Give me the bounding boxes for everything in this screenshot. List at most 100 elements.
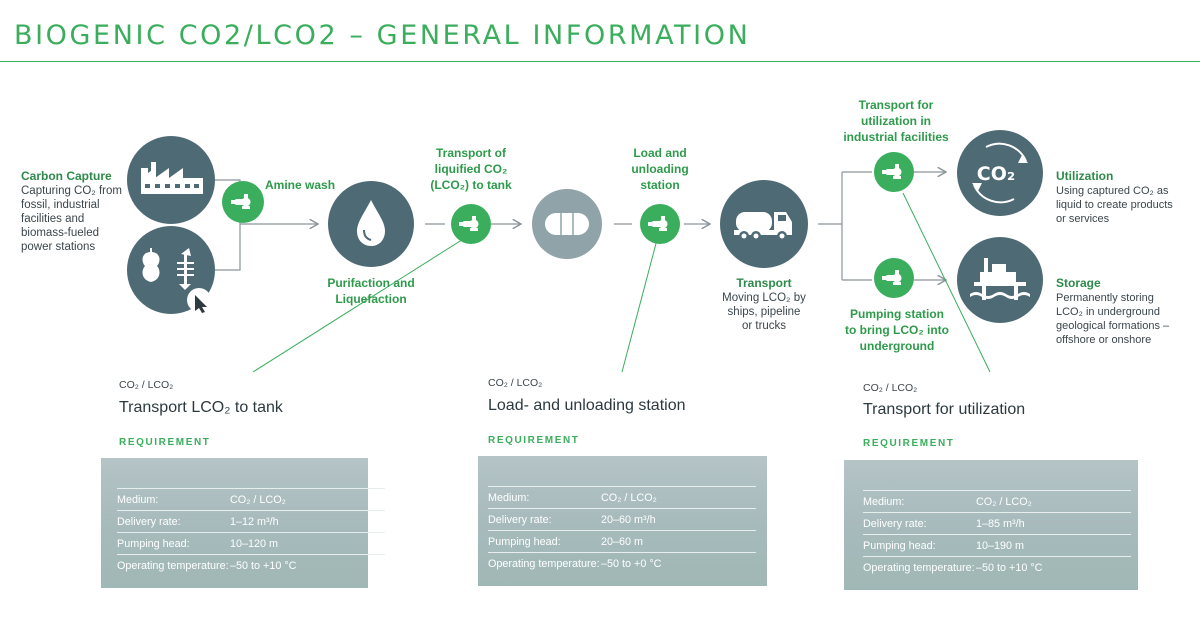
carbon-capture-desc-1: Capturing CO₂ from [21,185,122,197]
load-unload-pump [640,204,680,244]
load-unload-line-1: Load and [633,146,687,160]
utilization-title: Utilization [1056,169,1114,183]
transport-title: Transport [736,276,792,290]
co2-icon-text: CO₂ [977,163,1015,185]
storage-title: Storage [1056,276,1101,290]
load-unload-label: Load and unloading station [610,145,710,193]
row-key: Operating temperature: [117,560,229,572]
row-key: Operating temperature: [488,558,600,570]
row-value: 20–60 m [601,536,644,548]
purification-label: Purifaction and Liquefaction [315,275,427,307]
transport-liquified-line-3: (LCO₂) to tank [430,178,512,192]
offshore-platform-icon [970,258,1030,300]
utilization-line-3: or services [1056,213,1110,225]
table-row: Pumping head: 10–120 m [117,532,385,554]
transport-liquified-label: Transport of liquified CO₂ (LCO₂) to tan… [415,145,527,193]
row-value: CO₂ / LCO₂ [601,492,657,504]
transport-line-1: Moving LCO₂ by [722,292,806,304]
utilization-line-2: liquid to create products [1056,199,1173,211]
purification-circle [328,181,414,267]
storage-line-1: Permanently storing [1056,292,1154,304]
table-row: Pumping head: 10–190 m [863,534,1131,556]
panel-3-title: Transport for utilization [863,401,1026,418]
table-row: Delivery rate: 1–85 m³/h [863,512,1131,534]
table-row: Operating temperature:–50 to +10 °C [117,554,385,576]
transport-utilization-line-1: Transport for [858,98,934,112]
table-row: Pumping head: 20–60 m [488,530,756,552]
storage-label: Storage Permanently storing LCO₂ in unde… [1056,276,1196,347]
carbon-capture-label: Carbon Capture Capturing CO₂ from fossil… [21,169,131,254]
row-value: –50 to +10 °C [976,562,1043,574]
row-value: 1–12 m³/h [230,516,279,528]
row-value: 20–60 m³/h [601,514,656,526]
transport-liquified-pump [451,204,491,244]
utilization-transport-pump [874,152,914,192]
carbon-capture-factory [127,136,215,224]
row-key: Delivery rate: [863,518,927,530]
table-row: Delivery rate: 1–12 m³/h [117,510,385,532]
table-row: Operating temperature:–50 to +0 °C [488,552,756,574]
transport-line-3: or trucks [741,320,787,332]
amine-wash-label: Amine wash [265,178,336,192]
panel-3-medium: CO₂ / LCO₂ [863,382,918,394]
carbon-capture-title: Carbon Capture [21,169,112,183]
load-unload-line-3: station [640,178,680,192]
panel-1-medium: CO₂ / LCO₂ [119,379,174,391]
transport-liquified-line-1: Transport of [435,146,506,160]
row-value: 10–120 m [230,538,279,550]
carbon-capture-desc-2: fossil, industrial [21,199,100,211]
biomass-circle [127,226,215,314]
pointer-line-3 [902,192,991,373]
purification-line-2: Liquefaction [335,292,407,306]
page-header: BIOGENIC CO2/LCO2 – GENERAL INFORMATION [0,0,1200,62]
pointer-line-1 [252,235,469,373]
panel-3-requirement: REQUIREMENT [863,438,955,449]
panel-1-title: Transport LCO₂ to tank [119,399,283,416]
table-row: Operating temperature:–50 to +10 °C [863,556,1131,578]
load-unload-line-2: unloading [631,162,689,176]
panel-2-table: Medium:CO₂ / LCO₂ Delivery rate:20–60 m³… [478,456,767,586]
storage-circle [957,237,1043,323]
row-key: Pumping head: [117,538,190,550]
pumping-station-label: Pumping station to bring LCO₂ into under… [838,306,956,354]
amine-wash-pump [222,181,264,223]
pumping-station-pump [874,258,914,298]
row-key: Delivery rate: [117,516,181,528]
page-title: BIOGENIC CO2/LCO2 – GENERAL INFORMATION [14,20,751,51]
row-value: –50 to +10 °C [230,560,297,572]
co2-cycle-icon [973,142,1027,204]
transport-utilization-line-2: utilization in [861,114,931,128]
row-value: 10–190 m [976,540,1025,552]
row-key: Medium: [117,494,159,506]
pointer-line-2 [621,235,659,373]
carbon-capture-desc-3: facilities and [21,213,85,225]
panel-1-requirement: REQUIREMENT [119,437,211,448]
storage-line-3: geological formations – [1056,320,1170,332]
utilization-circle: CO₂ [957,130,1043,216]
panel-1-table: Medium: CO₂ / LCO₂ Delivery rate: 1–12 m³/… [101,458,385,588]
transport-utilization-line-3: industrial facilities [843,130,949,144]
panel-2-medium: CO₂ / LCO₂ [488,377,543,389]
row-value: 1–85 m³/h [976,518,1025,530]
row-key: Medium: [488,492,530,504]
row-value: CO₂ / LCO₂ [976,496,1032,508]
row-key: Pumping head: [863,540,936,552]
transport-utilization-label: Transport for utilization in industrial … [836,97,956,145]
transport-label: Transport Moving LCO₂ by ships, pipeline… [712,276,816,333]
transport-circle [720,180,808,268]
transport-line-2: ships, pipeline [727,306,801,318]
transport-liquified-line-2: liquified CO₂ [434,162,508,176]
panel-3-table: Medium: CO₂ / LCO₂ Delivery rate: 1–85 m³/… [844,460,1138,590]
panel-2-requirement: REQUIREMENT [488,435,580,446]
carbon-capture-desc-4: biomass-fueled [21,227,99,239]
panel-2-title: Load- and unloading station [488,397,686,414]
table-row: Medium: CO₂ / LCO₂ [863,490,1131,512]
cursor-icon [187,288,211,313]
pumping-station-line-3: underground [859,339,935,353]
row-key: Pumping head: [488,536,561,548]
utilization-line-1: Using captured CO₂ as [1056,185,1169,197]
row-key: Medium: [863,496,905,508]
purification-line-1: Purifaction and [327,276,415,290]
row-value: CO₂ / LCO₂ [230,494,286,506]
row-key: Operating temperature: [863,562,975,574]
